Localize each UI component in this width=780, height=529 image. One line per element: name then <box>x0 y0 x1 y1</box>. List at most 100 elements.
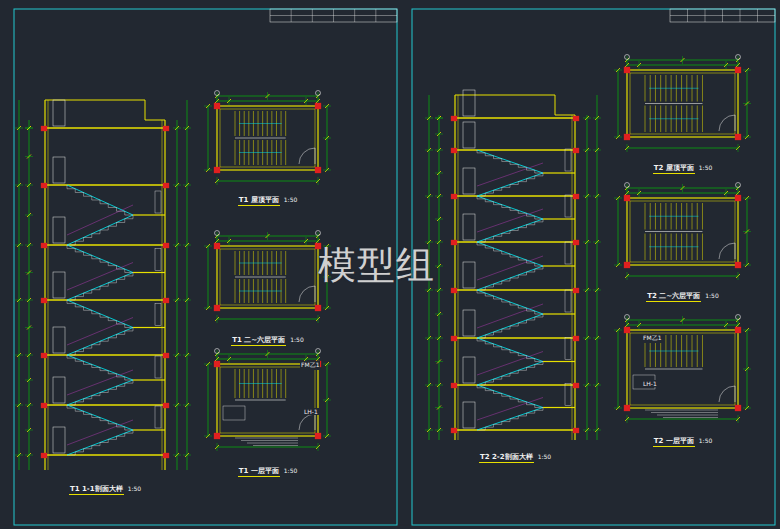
drawing-line <box>614 330 622 331</box>
drawing-line <box>270 15 397 16</box>
door-swing <box>719 243 735 259</box>
drawing-path <box>477 385 543 408</box>
drawing-line <box>25 380 33 381</box>
drawing-line <box>177 120 178 470</box>
drawing-path <box>477 314 543 338</box>
drawing-path <box>477 290 543 314</box>
drawing-rect <box>463 122 475 148</box>
drawing-line <box>217 241 318 242</box>
drawing-line <box>702 203 703 230</box>
drawing-title: T1 二~六层平面 <box>231 335 286 346</box>
drawing-scale: 1:50 <box>699 437 712 444</box>
drawing-line <box>425 385 433 386</box>
drawing-line <box>645 234 646 261</box>
drawing-line <box>323 106 331 107</box>
drawing-rect <box>163 243 169 248</box>
drawing-frame: T2 2-2剖面大样1:50 <box>427 88 603 463</box>
drawing-line <box>587 115 588 440</box>
drawing-rect <box>463 310 475 336</box>
drawing-line <box>173 455 181 456</box>
drawing-line <box>614 70 622 71</box>
drawing-line <box>173 128 181 129</box>
drawing-line <box>229 355 230 363</box>
drawing-rect <box>270 9 397 22</box>
axis-bubble <box>625 55 630 60</box>
drawing-path <box>67 355 133 380</box>
title-row: T2 二~六层平面1:50 <box>607 291 758 302</box>
drawing-line <box>235 438 298 439</box>
drawing-line <box>458 95 459 440</box>
drawing-line <box>187 100 188 470</box>
drawing-rect <box>624 195 630 201</box>
drawing-line <box>323 400 331 401</box>
drawing-line <box>15 405 23 406</box>
drawing-line <box>204 308 212 309</box>
drawing-line <box>645 410 718 411</box>
drawing-rect <box>315 305 321 311</box>
drawing-line <box>217 359 318 360</box>
drawing-line <box>543 313 575 314</box>
drawing-line <box>645 106 646 133</box>
drawing-scale: 1:50 <box>705 292 718 299</box>
drawing-line <box>455 337 575 338</box>
drawing-path <box>477 219 543 242</box>
drawing-rect <box>573 148 579 153</box>
drawing-line <box>555 95 556 115</box>
drawing-rect <box>163 126 169 131</box>
drawing-rect <box>163 298 169 303</box>
drawing-rect <box>412 9 775 525</box>
drawing-line <box>682 184 683 192</box>
drawing-line <box>306 97 307 105</box>
drawing-rect <box>220 249 315 305</box>
drawing-rect <box>565 195 571 217</box>
drawing-path <box>477 290 543 314</box>
drawing-rect <box>155 356 161 378</box>
drawing-line <box>543 407 575 408</box>
drawing-rect <box>463 168 475 194</box>
drawing-line <box>743 198 751 199</box>
drawing-line <box>645 369 702 370</box>
drawing-path <box>477 150 543 173</box>
drawing-rect <box>630 333 735 405</box>
drawing-line <box>618 198 619 265</box>
drawing-line <box>25 355 33 356</box>
drawing-line <box>204 364 212 365</box>
drawing-line <box>217 101 318 102</box>
drawing-rect <box>155 304 161 326</box>
drawing-line <box>15 245 23 246</box>
drawing-line <box>204 246 212 247</box>
drawing-path <box>67 328 133 356</box>
drawing-path <box>67 355 133 380</box>
drawing-line <box>239 152 282 153</box>
drawing-path <box>477 196 543 219</box>
drawing-line <box>543 172 575 173</box>
drawing-rect <box>220 367 315 433</box>
drawing-line <box>702 75 703 102</box>
drawing-line <box>267 350 268 358</box>
drawing-frame: T2 屋顶平面1:50 <box>607 52 758 174</box>
drawing-line <box>583 338 591 339</box>
drawing-rect <box>223 406 245 420</box>
drawing-line <box>593 338 601 339</box>
drawing-line <box>183 128 191 129</box>
drawing-frame: T1 二~六层平面1:50 <box>197 228 338 346</box>
drawing-line <box>208 364 209 436</box>
drawing-rect <box>565 149 571 171</box>
drawing-rect <box>573 116 579 121</box>
drawing-line <box>627 325 738 326</box>
drawing-path <box>477 209 543 232</box>
drawing-path <box>67 245 133 273</box>
drawing-line <box>735 243 736 259</box>
drawing-path <box>67 263 133 291</box>
drawing-line <box>208 106 209 170</box>
drawing-rect <box>214 305 220 311</box>
axis-bubble <box>316 349 321 354</box>
drawing-line <box>645 103 702 104</box>
drawing-rect <box>53 100 65 126</box>
drawing-line <box>25 430 33 431</box>
drawing-line <box>45 244 165 245</box>
drawing-line <box>555 115 575 116</box>
title-row: T2 2-2剖面大样1:50 <box>427 452 603 463</box>
drawing-line <box>645 203 646 230</box>
window-tag: LH-1 <box>303 408 319 415</box>
